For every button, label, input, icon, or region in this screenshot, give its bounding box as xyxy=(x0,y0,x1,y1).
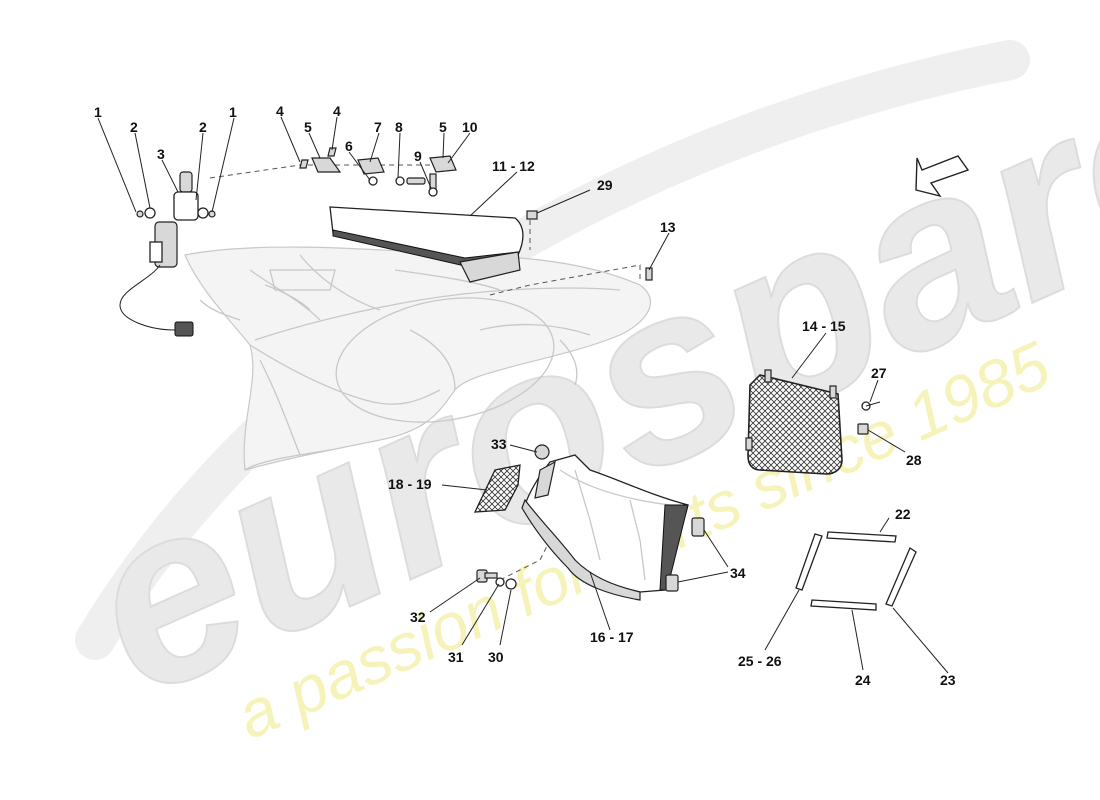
label-2: 2 xyxy=(199,119,207,135)
label-28: 28 xyxy=(906,452,922,468)
label-14-15: 14 - 15 xyxy=(802,318,846,334)
watermark: eurospares a passion for parts since 198… xyxy=(47,0,1100,753)
part-fasteners-30-32 xyxy=(476,569,517,590)
label-24: 24 xyxy=(855,672,871,688)
part-clips-34 xyxy=(665,517,705,592)
label-11-12: 11 - 12 xyxy=(492,158,535,174)
label-25-26: 25 - 26 xyxy=(738,653,782,669)
part-actuator-3 xyxy=(119,171,216,337)
label-4: 4 xyxy=(276,103,284,119)
part-grille-14-15 xyxy=(745,369,843,475)
label-16-17: 16 - 17 xyxy=(590,629,634,645)
leader-lines xyxy=(97,116,949,674)
label-30: 30 xyxy=(488,649,504,665)
label-22: 22 xyxy=(895,506,911,522)
label-4: 4 xyxy=(333,103,341,119)
part-hinge-hardware xyxy=(299,147,653,281)
part-labels: 1 2 3 2 1 4 5 4 6 7 8 9 5 10 11 - 12 29 … xyxy=(94,103,956,688)
part-clip-33 xyxy=(534,444,550,460)
label-5: 5 xyxy=(304,119,312,135)
label-27: 27 xyxy=(871,365,887,381)
label-18-19: 18 - 19 xyxy=(388,476,432,492)
part-small-grille-18-19 xyxy=(473,464,521,513)
label-13: 13 xyxy=(660,219,676,235)
label-33: 33 xyxy=(491,436,507,452)
label-9: 9 xyxy=(414,148,422,164)
label-8: 8 xyxy=(395,119,403,135)
label-1: 1 xyxy=(229,104,237,120)
connection-lines xyxy=(209,164,641,581)
label-6: 6 xyxy=(345,138,353,154)
label-34: 34 xyxy=(730,565,746,581)
label-10: 10 xyxy=(462,119,478,135)
part-clips-27-28 xyxy=(857,401,881,435)
part-cover-11-12 xyxy=(329,206,524,283)
direction-arrow-icon xyxy=(915,155,970,198)
label-29: 29 xyxy=(597,177,613,193)
label-5: 5 xyxy=(439,119,447,135)
label-32: 32 xyxy=(410,609,426,625)
label-23: 23 xyxy=(940,672,956,688)
label-1: 1 xyxy=(94,104,102,120)
part-trim-strips xyxy=(795,531,917,611)
label-7: 7 xyxy=(374,119,382,135)
label-31: 31 xyxy=(448,649,464,665)
label-2: 2 xyxy=(130,119,138,135)
label-3: 3 xyxy=(157,146,165,162)
